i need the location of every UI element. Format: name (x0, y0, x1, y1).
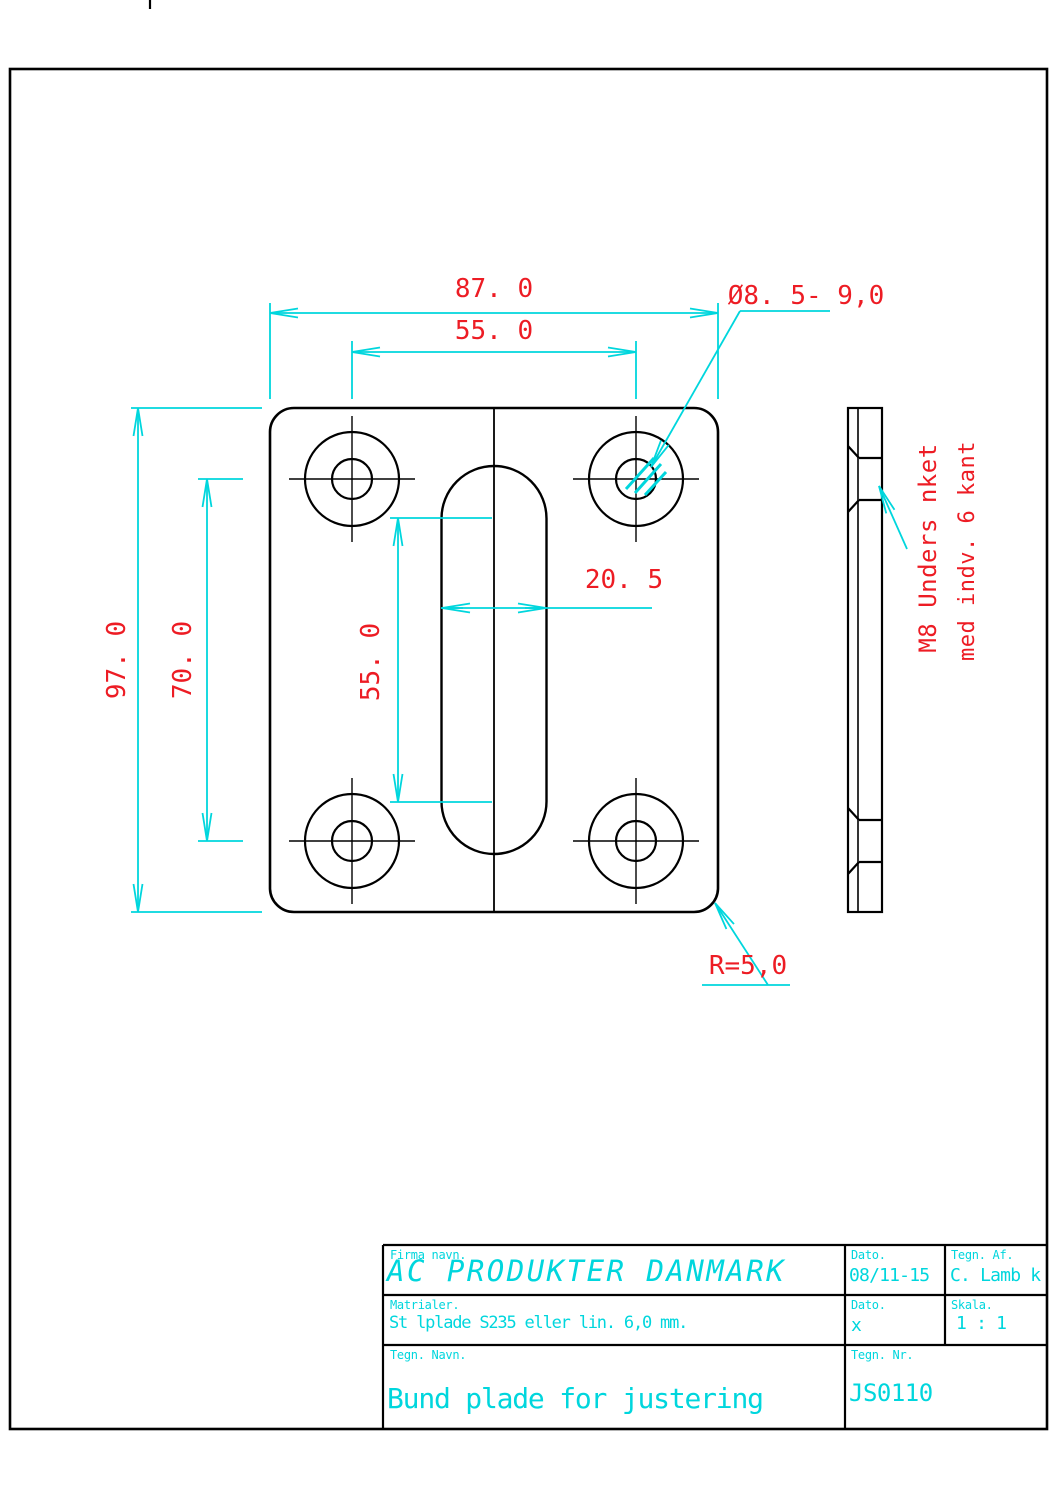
leader-hole-dia (650, 310, 741, 468)
dim-text-hole-spacing-v: 70. 0 (168, 620, 198, 700)
leader-radius (714, 902, 769, 986)
drawing-number-label: Tegn. Nr. (851, 1348, 914, 1362)
drawn-by-value: C. Lamb k (950, 1265, 1041, 1286)
hole-top-left (289, 416, 415, 542)
countersink-top (847, 445, 882, 513)
leader-countersink (878, 485, 908, 550)
drawing-number-value: JS0110 (849, 1379, 933, 1407)
front-view (268, 406, 720, 914)
side-view (846, 406, 884, 914)
scale-value: 1 : 1 (956, 1313, 1007, 1334)
drawn-by-label: Tegn. Af. (951, 1248, 1014, 1262)
company-label: Firma navn. (390, 1248, 467, 1262)
date2-label: Dato. (851, 1298, 886, 1312)
dim-text-slot-width: 20. 5 (584, 565, 664, 595)
hole-hatch-mark (633, 462, 663, 495)
dim-text-plate-height: 97. 0 (102, 620, 132, 700)
countersink-note-line1: M8 Unders nket (914, 443, 942, 653)
dim-text-slot-length: 55. 0 (356, 622, 386, 702)
dim-text-hole-diameter: Ø8. 5- 9,0 (727, 281, 885, 311)
drawing-name-label: Tegn. Navn. (390, 1348, 467, 1362)
date2-value: x (851, 1315, 862, 1336)
date-value: 08/11-15 (849, 1265, 930, 1286)
scale-label: Skala. (951, 1298, 993, 1312)
material-value: St lplade S235 eller lin. 6,0 mm. (389, 1313, 688, 1333)
dim-text-corner-radius: R=5,0 (708, 951, 788, 981)
dimension-lines (131, 303, 908, 986)
dim-text-plate-width: 87. 0 (454, 274, 534, 304)
title-block-lines (381, 1243, 1047, 1429)
hole-hatch-mark (643, 470, 668, 497)
hole-bottom-right (573, 778, 699, 904)
company-name: AC PRODUKTER DANMARK (387, 1254, 787, 1288)
hole-hatch-mark (624, 456, 656, 491)
drawing-name-value: Bund plade for justering (387, 1382, 764, 1415)
sheet-frame (8, 0, 1049, 1431)
countersink-note-line2: med indv. 6 kant (955, 441, 980, 661)
slot-outline (440, 464, 548, 856)
countersink-bottom (847, 807, 882, 875)
dim-text-hole-spacing-h: 55. 0 (454, 316, 534, 346)
drawing-border (8, 67, 1049, 1431)
date-label: Dato. (851, 1248, 886, 1262)
material-label: Matrialer. (390, 1298, 460, 1312)
hole-bottom-left (289, 778, 415, 904)
